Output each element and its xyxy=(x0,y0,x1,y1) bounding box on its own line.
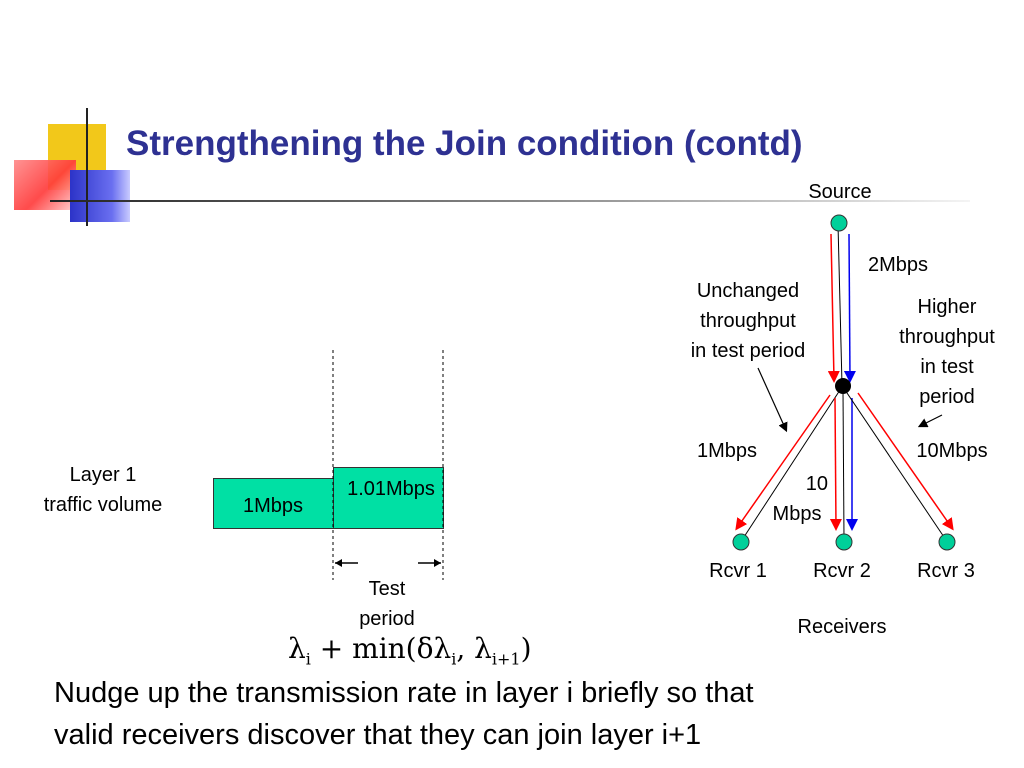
test-arrow-left-head xyxy=(335,559,342,567)
annotation-arrow-unchanged xyxy=(757,367,788,433)
test-arrow-right-head xyxy=(434,559,441,567)
link-router-rcvr1 xyxy=(741,389,841,541)
source-rate-label: 2Mbps xyxy=(867,254,929,276)
title-underline xyxy=(50,200,970,202)
rcvr2-rate-line2: Mbps xyxy=(772,503,822,525)
layer-label-line2: traffic volume xyxy=(43,494,163,516)
link-router-rcvr2 xyxy=(842,389,845,541)
rcvr3-node xyxy=(938,533,956,551)
unchanged-throughput-label: Unchanged throughput in test period xyxy=(670,276,826,366)
logo-blue-square xyxy=(70,170,130,222)
test-period-line1: Test xyxy=(368,578,406,600)
unchanged-line3: in test period xyxy=(690,340,806,362)
layer-label-line1: Layer 1 xyxy=(69,464,137,486)
rcvr3-rate-label: 10Mbps xyxy=(916,440,988,462)
unchanged-line1: Unchanged xyxy=(696,280,800,302)
body-text-line2: valid receivers discover that they can j… xyxy=(54,719,702,751)
test-period-markers xyxy=(332,350,444,580)
router-node xyxy=(835,378,851,394)
link-router-rcvr3 xyxy=(844,389,947,541)
higher-line1: Higher xyxy=(917,296,977,318)
annotation-arrow-higher xyxy=(917,414,943,428)
rcvr1-rate-label: 1Mbps xyxy=(696,440,758,462)
test-rate-label: 1.01Mbps xyxy=(347,478,435,500)
flow-source-blue xyxy=(843,233,856,383)
higher-throughput-label: Higher throughput in test period xyxy=(880,292,1014,412)
source-node xyxy=(830,214,848,232)
receivers-label: Receivers xyxy=(797,616,887,638)
logo-red-square xyxy=(14,160,76,210)
base-rate-label: 1Mbps xyxy=(242,495,304,517)
flow-rcvr1-red xyxy=(735,394,831,531)
flow-rcvr3-red xyxy=(857,392,954,531)
rate-formula: λi + min(δλi, λi+1) xyxy=(288,632,532,669)
rcvr2-rate-label: 10 Mbps xyxy=(766,469,828,529)
rcvr1-node xyxy=(732,533,750,551)
test-rate-bar xyxy=(333,467,444,529)
higher-line2: throughput xyxy=(899,326,995,348)
unchanged-line2: throughput xyxy=(700,310,796,332)
body-text: Nudge up the transmission rate in layer … xyxy=(54,672,954,756)
higher-line4: period xyxy=(919,386,975,408)
test-period-line2: period xyxy=(359,608,415,630)
link-source-router xyxy=(837,223,843,386)
logo-vertical-line xyxy=(86,108,88,226)
body-text-line1: Nudge up the transmission rate in layer … xyxy=(54,677,754,709)
layer-label: Layer 1 traffic volume xyxy=(22,460,184,520)
slide-title: Strengthening the Join condition (contd) xyxy=(126,124,803,163)
rcvr2-label: Rcvr 2 xyxy=(813,560,871,582)
base-rate-bar xyxy=(213,478,335,529)
rcvr2-node xyxy=(835,533,853,551)
flow-source-red xyxy=(827,233,840,383)
flow-rcvr2-red xyxy=(829,397,842,531)
rcvr2-rate-line1: 10 xyxy=(805,473,828,495)
rcvr1-label: Rcvr 1 xyxy=(709,560,767,582)
higher-line3: in test xyxy=(920,356,974,378)
source-label: Source xyxy=(808,181,872,203)
network-diagram xyxy=(732,214,956,551)
test-period-label: Test period xyxy=(340,574,434,634)
rcvr3-label: Rcvr 3 xyxy=(917,560,975,582)
